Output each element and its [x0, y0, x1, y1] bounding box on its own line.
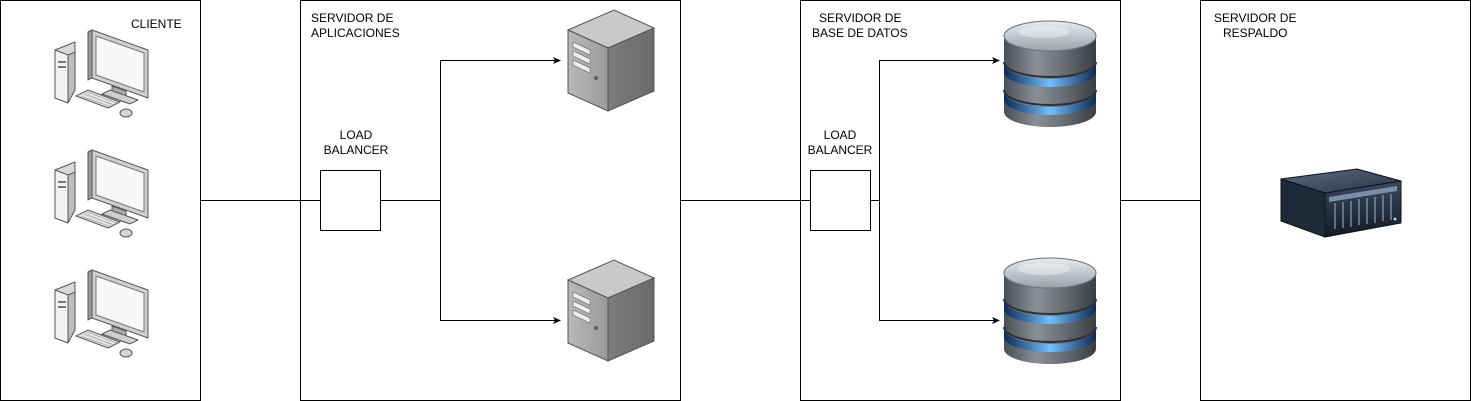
db-split-upper-arrow: [879, 57, 1000, 201]
desktop-computer-icon: [54, 149, 149, 238]
app-load-balancer-label: LOAD BALANCER: [323, 128, 389, 157]
rack-server-icon: [1280, 168, 1402, 238]
database-cylinder-icon: [1003, 257, 1097, 365]
desktop-computer-icon: [54, 269, 149, 358]
app-load-balancer-box: [320, 170, 381, 231]
database-cylinder-icon: [1003, 20, 1097, 128]
client-panel-title: CLIENTE: [131, 17, 182, 31]
tower-server-icon: [567, 259, 655, 362]
app-split-lower-arrow: [440, 200, 561, 324]
backup-server-panel-title: SERVIDOR DE RESPALDO: [1214, 11, 1297, 40]
db-split-lower-arrow: [879, 200, 1000, 324]
app-split-upper-arrow: [440, 57, 561, 201]
desktop-computer-icon: [54, 29, 149, 118]
db-load-balancer-box: [810, 170, 871, 231]
db-server-panel-title: SERVIDOR DE BASE DE DATOS: [812, 11, 908, 40]
tower-server-icon: [567, 9, 655, 112]
app-server-panel-title: SERVIDOR DE APLICACIONES: [311, 11, 400, 40]
db-load-balancer-label: LOAD BALANCER: [807, 128, 873, 157]
